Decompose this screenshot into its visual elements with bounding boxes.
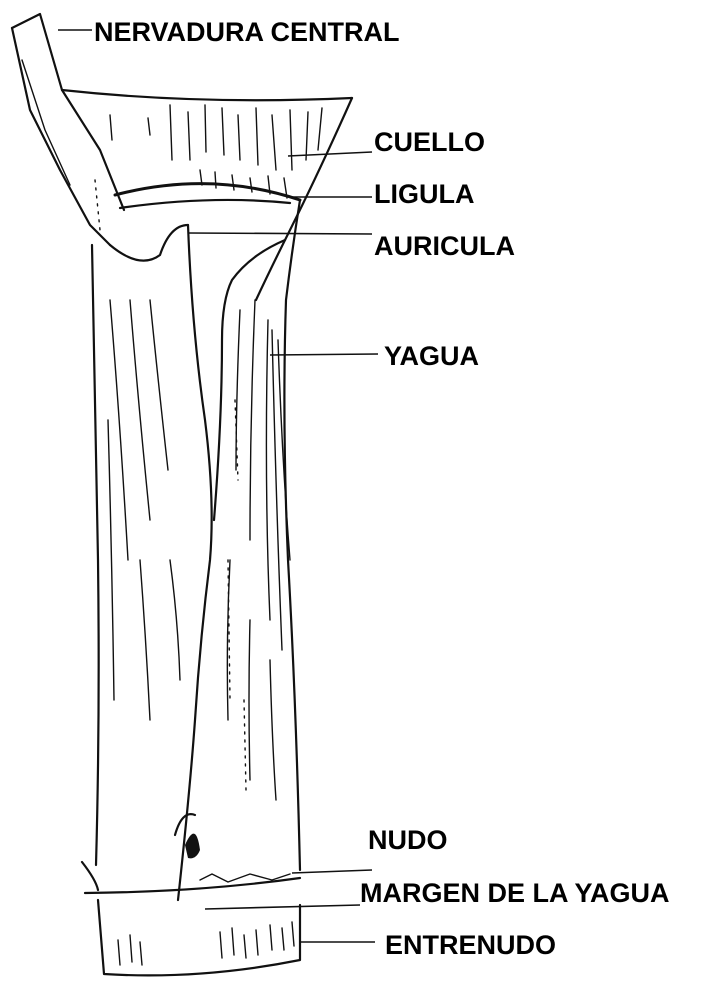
- label-nervadura-central: NERVADURA CENTRAL: [94, 16, 400, 48]
- label-entrenudo: ENTRENUDO: [385, 929, 556, 961]
- label-cuello: CUELLO: [374, 126, 485, 158]
- label-yagua: YAGUA: [384, 340, 479, 372]
- sheath-drawing: [92, 98, 352, 900]
- label-auricula: AURICULA: [374, 230, 515, 262]
- label-nudo: NUDO: [368, 824, 448, 856]
- node-drawing: [82, 814, 300, 893]
- collar-drawing: [62, 90, 352, 198]
- internode-drawing: [98, 900, 300, 975]
- label-ligula: LIGULA: [374, 178, 475, 210]
- ligule-drawing: [115, 184, 300, 208]
- leader-nudo: [292, 870, 372, 873]
- leader-margen: [205, 905, 360, 909]
- midrib-drawing: [12, 14, 124, 245]
- leader-yagua: [270, 354, 378, 355]
- label-margen-de-la-yagua: MARGEN DE LA YAGUA: [360, 877, 670, 909]
- leader-cuello: [288, 152, 372, 156]
- leader-auricula: [188, 233, 372, 234]
